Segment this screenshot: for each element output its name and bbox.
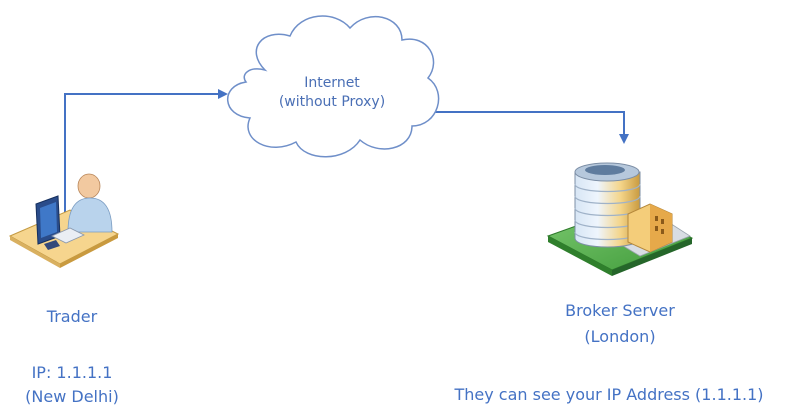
- trader-name-label: Trader: [46, 307, 98, 326]
- trader-location-label: (New Delhi): [25, 387, 119, 406]
- trader-computer-icon: [8, 173, 120, 268]
- broker-name-label: Broker Server: [565, 301, 675, 320]
- internet-label: Internet: [304, 75, 360, 91]
- internet-cloud-label: Internet (without Proxy): [262, 74, 402, 112]
- trader-to-internet-connector: [64, 89, 228, 215]
- ip-visibility-note: They can see your IP Address (1.1.1.1): [454, 385, 764, 404]
- trader-ip-label: IP: 1.1.1.1: [31, 363, 113, 382]
- broker-location-label: (London): [584, 327, 656, 346]
- internet-to-broker-connector: [420, 111, 629, 144]
- server-building-icon: [546, 162, 694, 276]
- internet-cloud-icon: [227, 15, 440, 158]
- proxy-status-label: (without Proxy): [278, 94, 386, 110]
